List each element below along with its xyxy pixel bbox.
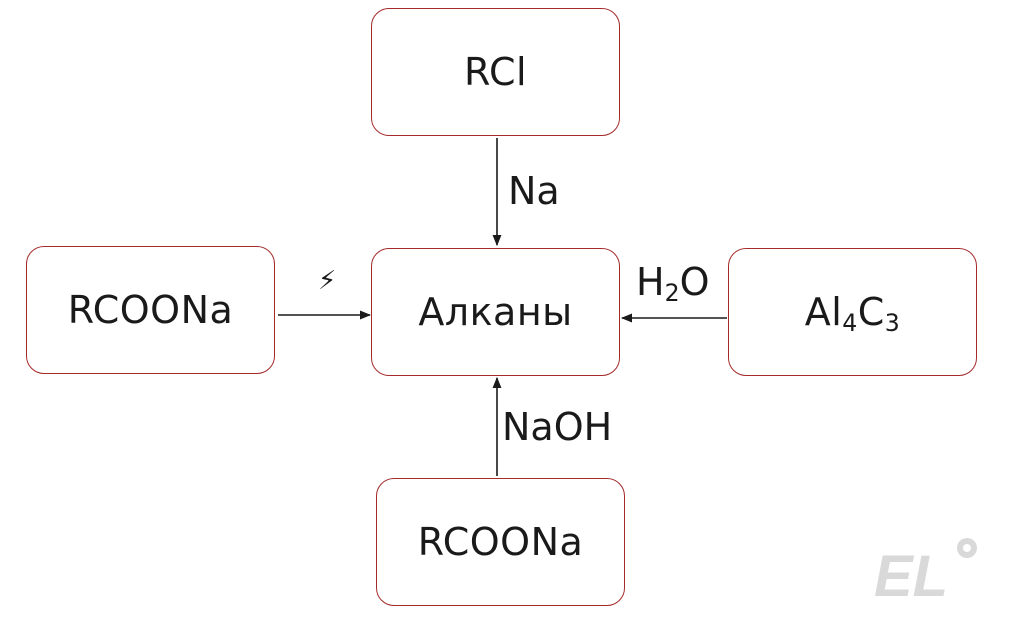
node-rcoona-bottom-label: RCOONa: [417, 520, 584, 564]
node-rcl-label: RCl: [463, 50, 528, 94]
node-al4c3: Al4C3: [728, 248, 977, 376]
node-rcoona-left: RCOONa: [26, 246, 275, 374]
reagent-naoh: NaOH: [502, 405, 613, 449]
reagent-h2o: H2O: [636, 260, 710, 307]
node-rcoona-bottom: RCOONa: [376, 478, 625, 606]
watermark-logo: EL: [874, 538, 984, 609]
node-alkanes-label: Алканы: [418, 290, 573, 334]
lightning-icon: ⚡: [318, 266, 337, 296]
node-rcl: RCl: [371, 8, 620, 136]
node-al4c3-label: Al4C3: [804, 290, 901, 337]
el-logo-icon: EL: [874, 538, 977, 609]
node-alkanes: Алканы: [371, 248, 620, 376]
el-logo-text: EL: [874, 544, 948, 600]
reagent-na: Na: [508, 169, 560, 213]
node-rcoona-left-label: RCOONa: [67, 288, 234, 332]
